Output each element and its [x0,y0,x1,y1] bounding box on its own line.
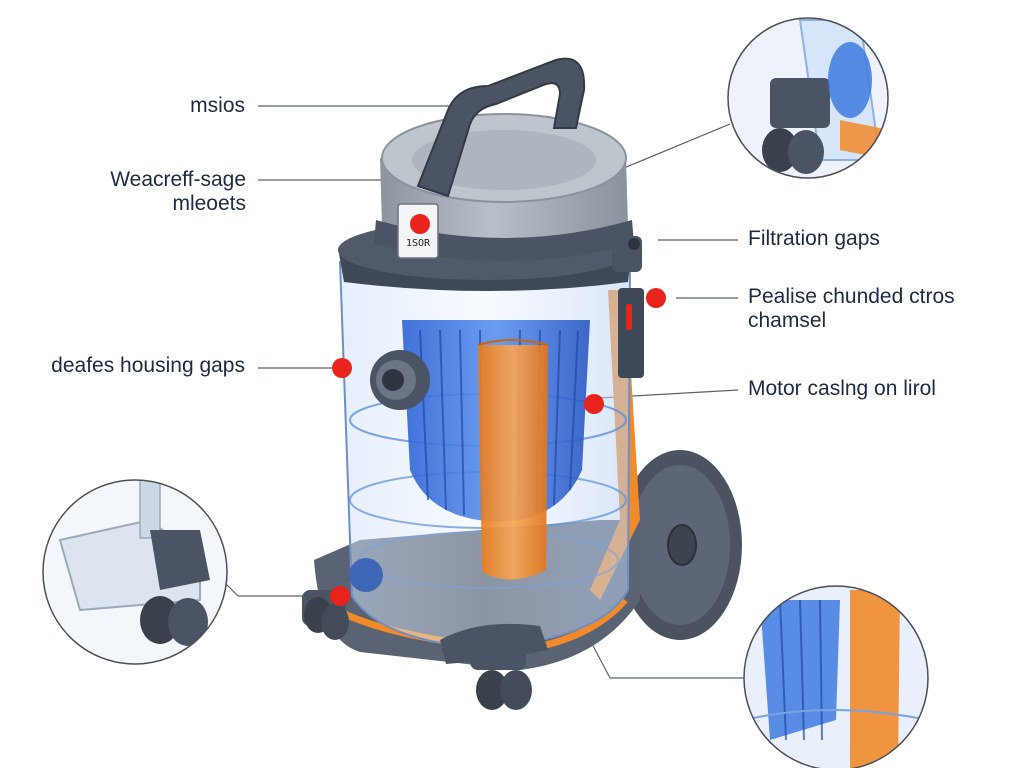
detail-inset-bottom-right [743,585,929,768]
label-housing-text: deafes housing gaps [51,354,245,377]
marker-housing [332,358,352,378]
detail-inset-left [42,479,228,665]
detail-inset-top-right [727,17,889,179]
label-motor-text: Motor caslng on lirol [748,377,936,400]
marker-channel [646,288,666,308]
power-switch [618,288,644,378]
label-channel-line-2: chamsel [748,309,827,332]
label-filtration: Filtration gaps [748,227,880,251]
carry-handle [416,57,586,198]
red-markers [330,214,666,606]
label-weight-line-2: mleoets [172,192,246,215]
label-housing: deafes housing gaps [51,354,245,378]
label-channel: Pealise chunded ctros chamsel [748,285,955,333]
label-filtration-text: Filtration gaps [748,227,880,250]
label-top-text: msios [190,94,245,117]
vacuum-body: 1SOR [302,57,742,710]
label-motor: Motor caslng on lirol [748,377,936,401]
label-weight-line-1: Weacreff-sage [110,168,246,191]
marker-motor [584,394,604,414]
label-top: msios [190,94,245,118]
label-channel-line-1: Pealise chunded ctros [748,285,955,308]
label-weight: Weacreff-sage mleoets [110,168,246,216]
panel-code: 1SOR [406,238,431,249]
bottom-caster [476,670,508,710]
orange-core [478,345,548,580]
marker-panel [410,214,430,234]
marker-caster [330,586,350,606]
